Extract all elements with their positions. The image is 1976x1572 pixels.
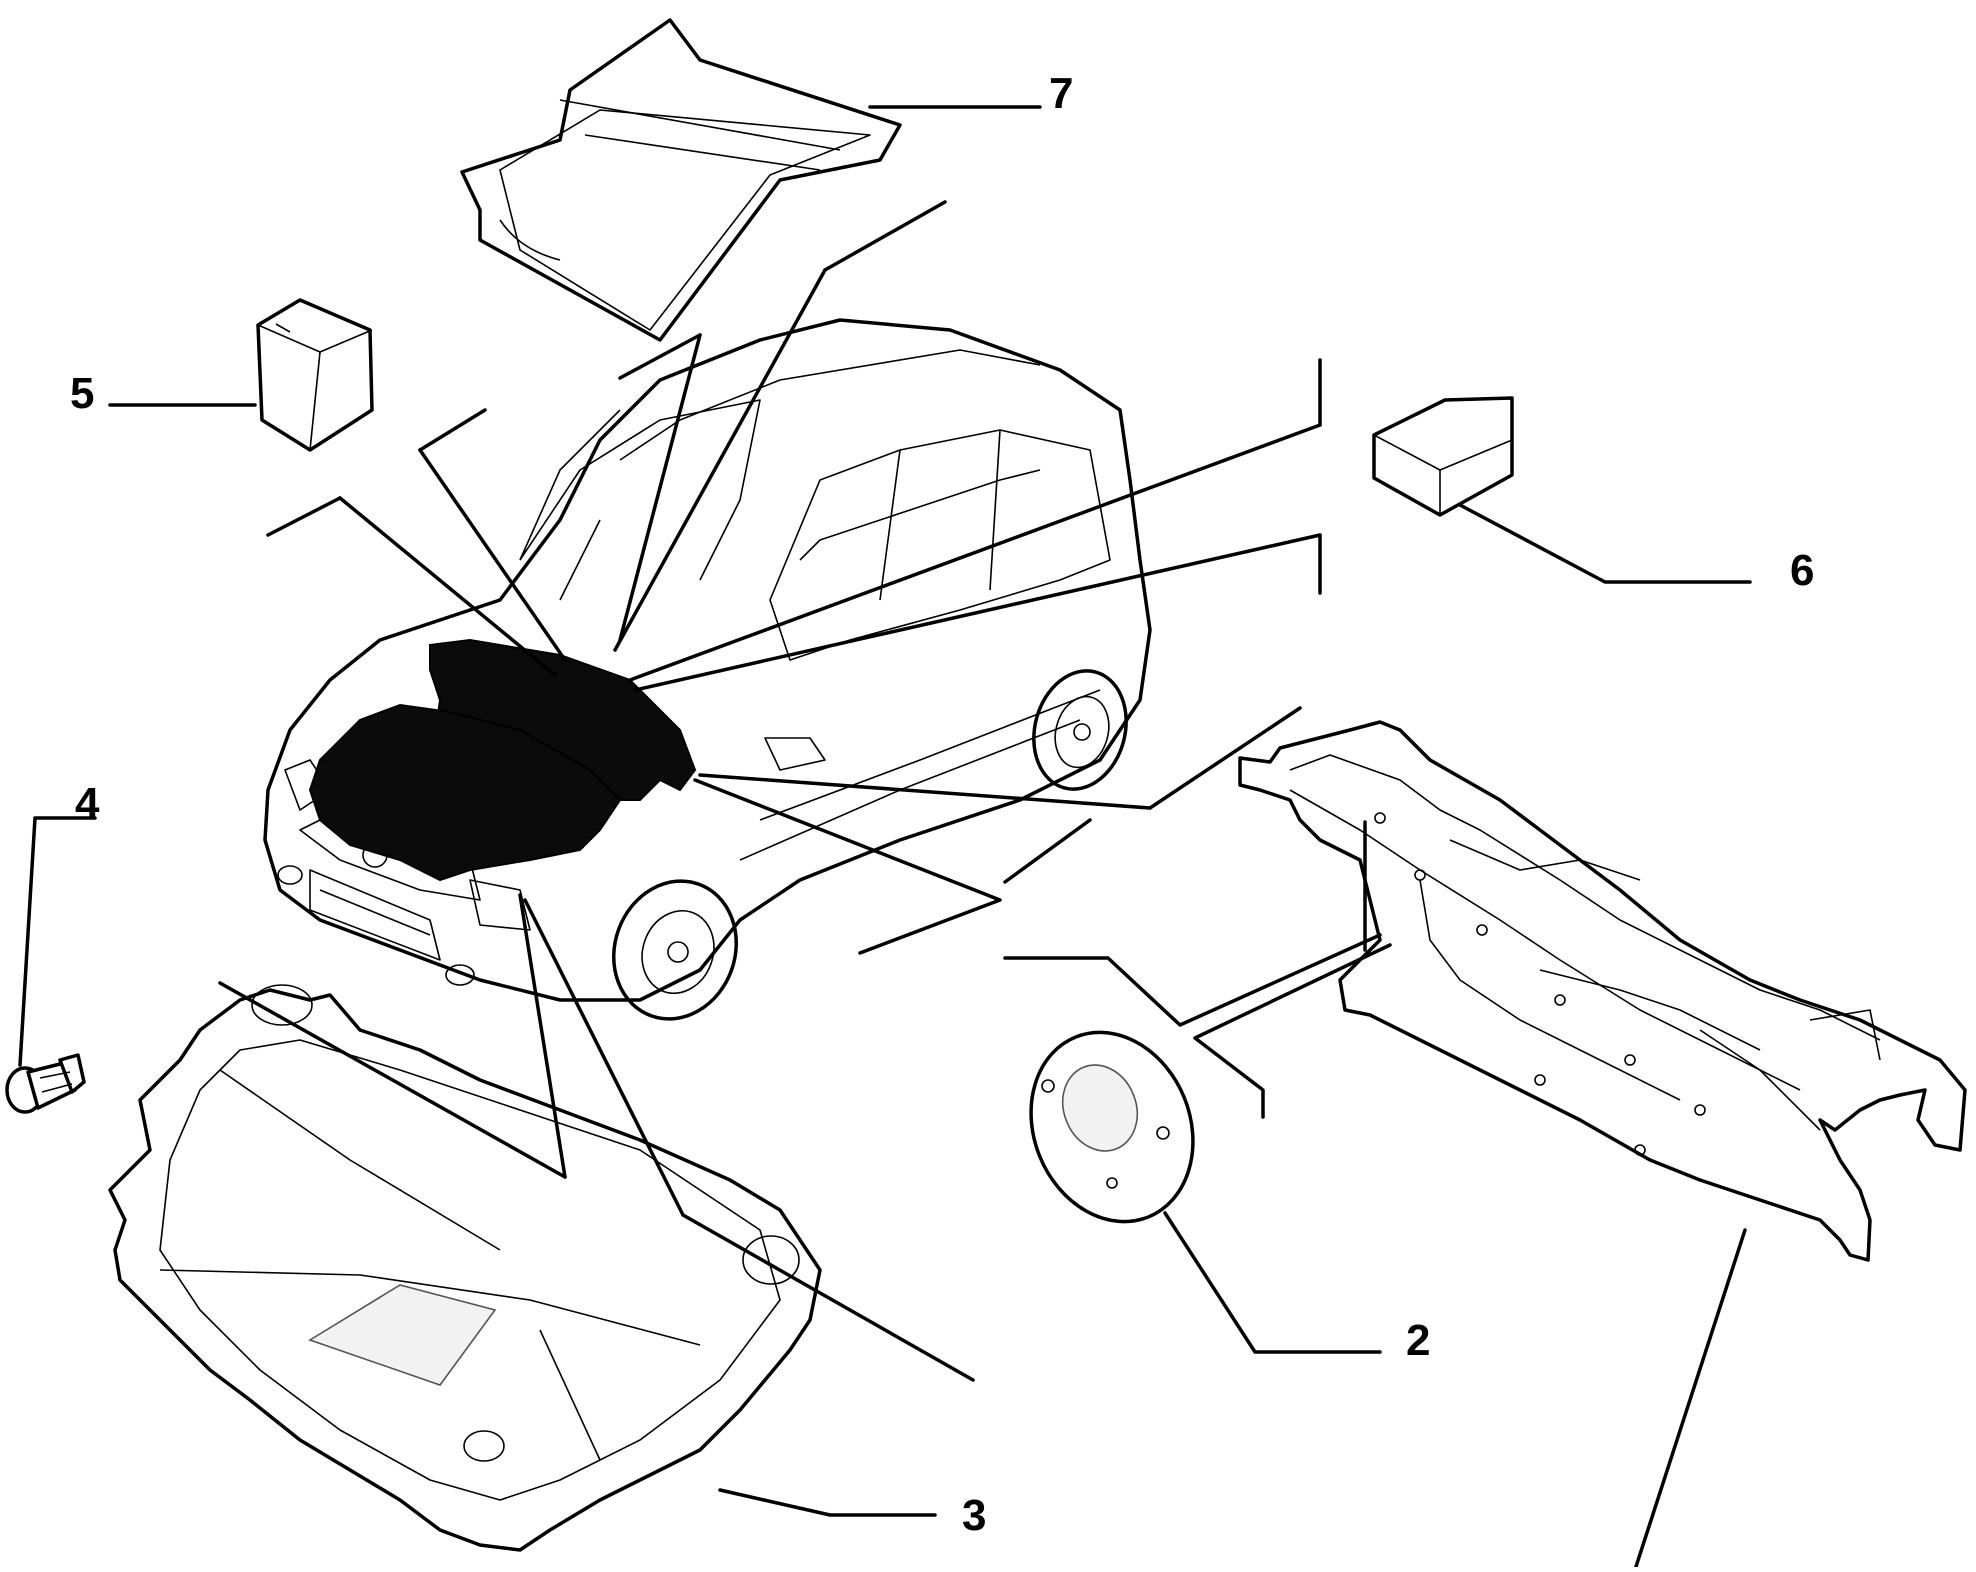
car-illustration <box>263 318 1152 1021</box>
callout-2: 2 <box>1406 1316 1430 1365</box>
callout-7: 7 <box>1049 69 1073 118</box>
part-3-engine-insulation <box>108 984 822 1552</box>
callout-4: 4 <box>75 779 100 828</box>
part-1-firewall-insulation <box>1238 720 1967 1262</box>
part-7-bonnet-insulation <box>460 18 902 342</box>
part-2-round-pad <box>1029 1030 1195 1224</box>
callout-3: 3 <box>962 1491 986 1540</box>
part-4-clip <box>5 1053 86 1114</box>
callout-labels: 7 5 6 4 2 1 3 <box>70 69 1814 1540</box>
callout-5: 5 <box>70 369 94 418</box>
part-6-foam-block <box>1372 396 1514 517</box>
callout-6: 6 <box>1790 546 1814 595</box>
leader-lines <box>18 105 1752 1572</box>
part-5-foam-block <box>256 298 374 452</box>
